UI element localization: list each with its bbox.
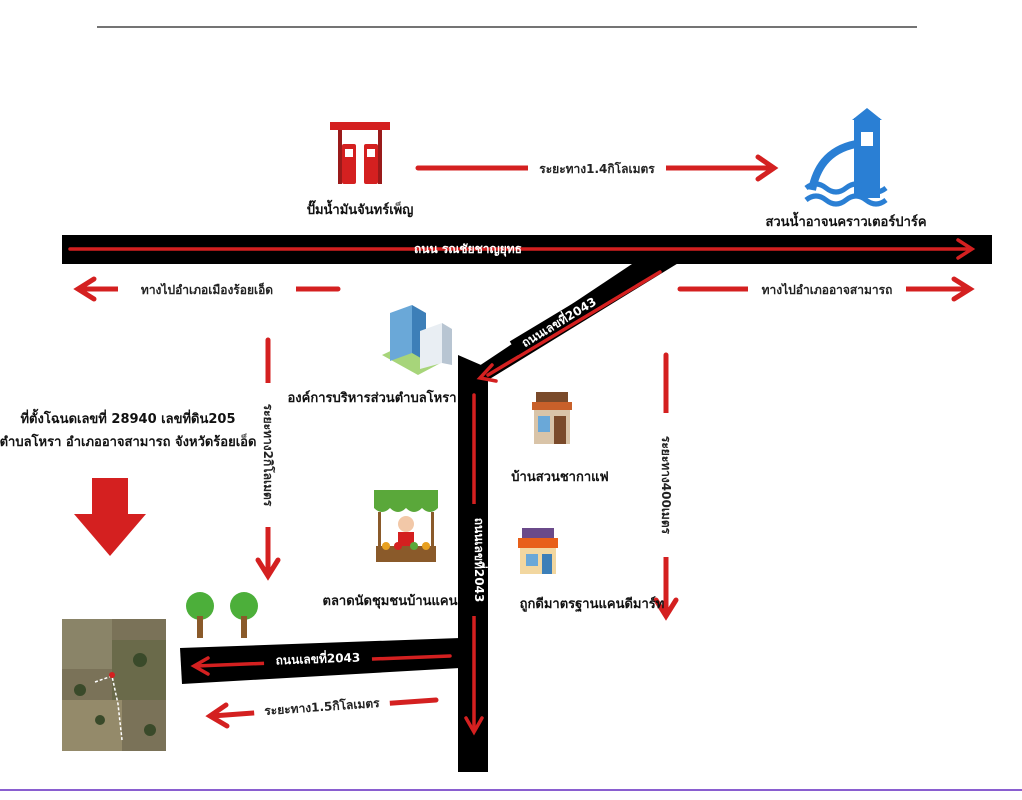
road-label-2043-west: ถนนเลขที่2043 <box>275 649 360 668</box>
road-arrows <box>68 238 976 736</box>
road-label-2043-vertical: ถนนเลขที่2043 <box>472 518 488 603</box>
dir-to-roi-et: ทางไปอำเภอเมืองร้อยเอ็ด <box>141 282 273 297</box>
vert-road-arrowhead <box>464 716 484 736</box>
big-down-arrow-icon <box>74 478 146 556</box>
arrow-down-400m-head <box>653 597 679 621</box>
label-gas-station: ปั๊มน้ำมันจันทร์เพ็ญ <box>307 199 414 218</box>
label-market: ตลาดนัดชุมชนบ้านแคน <box>323 593 458 609</box>
label-cafe: บ้านสวนชากาแฟ <box>511 469 608 485</box>
tree-icon <box>230 592 258 638</box>
road-label-main: ถนน รณชัยชาญยุทธ <box>414 242 522 257</box>
tree-icon <box>186 592 214 638</box>
dist-gas-to-park: ระยะทาง1.4กิโลเมตร <box>539 161 655 176</box>
label-water-park: สวนน้ำอาจนคราวเตอร์ปาร์ค <box>765 211 926 230</box>
roads <box>62 235 992 772</box>
diag-road-line <box>486 270 662 377</box>
gas-pump-icon <box>330 122 390 184</box>
arrow-west-1-5km-head <box>205 702 230 729</box>
shop-icon <box>518 528 558 574</box>
cafe-icon <box>532 392 572 444</box>
dir-to-at-samat: ทางไปอำเภออาจสามารถ <box>762 282 893 297</box>
road-label-2043-diagonal: ถนนเลขที่2043 <box>518 293 599 350</box>
main-road-arrowhead <box>956 238 976 260</box>
label-sao: องค์การบริหารส่วนตำบลโหรา <box>287 389 456 406</box>
west-road-arrowhead <box>190 656 210 676</box>
market-stall-icon <box>374 490 438 562</box>
location-line-2: ตำบลโหรา อำเภออาจสามารถ จังหวัดร้อยเอ็ด <box>0 432 256 450</box>
dist-down-400m: ระยะทาง400เมตร <box>659 436 673 535</box>
arrow-to-roi-et-head <box>73 276 97 302</box>
arrow-gas-to-park-head <box>755 154 779 182</box>
arrow-to-at-samat-head <box>951 276 975 302</box>
label-shop: ถูกดีมาตรฐานแคนดีมาร์ท <box>520 596 665 613</box>
dist-down-2km: ระยะทาง2กิโลเมตร <box>261 404 276 507</box>
location-line-1: ที่ตั้งโฉนดเลขที่ 28940 เลขที่ดิน205 <box>20 408 235 427</box>
satellite-photo <box>62 619 166 751</box>
arrow-down-2km-head <box>255 557 281 581</box>
building-icon <box>382 305 452 375</box>
diag-road-arrowhead <box>476 363 498 383</box>
water-park-icon <box>804 108 888 207</box>
